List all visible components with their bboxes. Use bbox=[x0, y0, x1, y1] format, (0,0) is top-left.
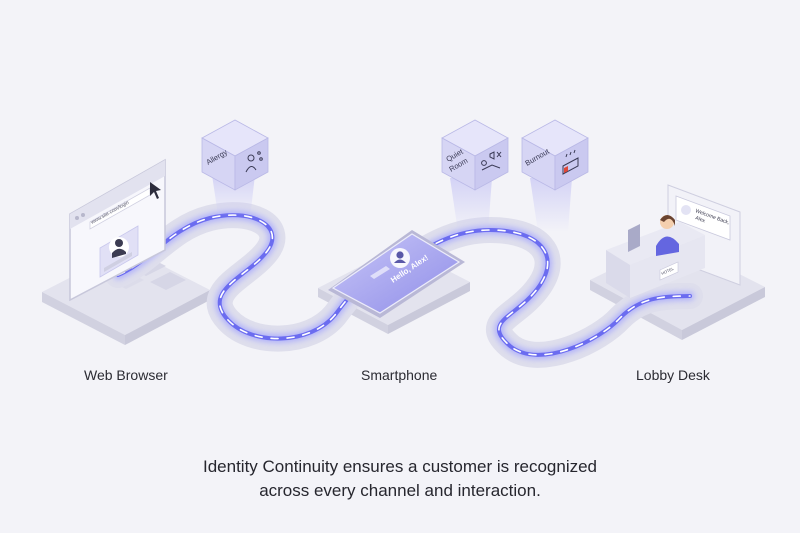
phone-login-button[interactable] bbox=[370, 266, 390, 279]
cursor-icon bbox=[150, 182, 161, 199]
quiet-room-beam bbox=[450, 178, 492, 232]
burnout-beam bbox=[530, 178, 572, 232]
low-battery-icon bbox=[562, 149, 579, 175]
browser-window: www.site.com/login bbox=[69, 158, 166, 302]
resting-person-mute-icon bbox=[481, 151, 502, 171]
welcome-avatar bbox=[681, 205, 691, 215]
smartphone-label: Smartphone bbox=[361, 367, 438, 383]
allergy-beam bbox=[212, 175, 255, 218]
caption-line-2: across every channel and interaction. bbox=[259, 481, 541, 500]
diagram-caption: Identity Continuity ensures a customer i… bbox=[0, 455, 800, 503]
allergy-cube[interactable]: Allergy bbox=[201, 119, 269, 191]
burnout-cube[interactable]: Burnout bbox=[521, 119, 589, 191]
person-with-allergen-icon bbox=[245, 151, 263, 173]
lobby-welcome-line2: Alex bbox=[694, 215, 706, 224]
web-browser-label: Web Browser bbox=[84, 367, 168, 383]
desk-monitor bbox=[628, 224, 640, 252]
desk-sign: HOTEL bbox=[660, 266, 675, 276]
smartphone-device: Hello, Alex! bbox=[328, 230, 465, 318]
receptionist bbox=[656, 215, 679, 256]
lobby-desk-scene: Welcome Back, Alex HOTEL bbox=[606, 184, 741, 298]
quiet-room-cube[interactable]: Quiet Room bbox=[441, 119, 509, 191]
caption-line-1: Identity Continuity ensures a customer i… bbox=[202, 457, 598, 476]
lobby-desk-label: Lobby Desk bbox=[636, 367, 710, 383]
